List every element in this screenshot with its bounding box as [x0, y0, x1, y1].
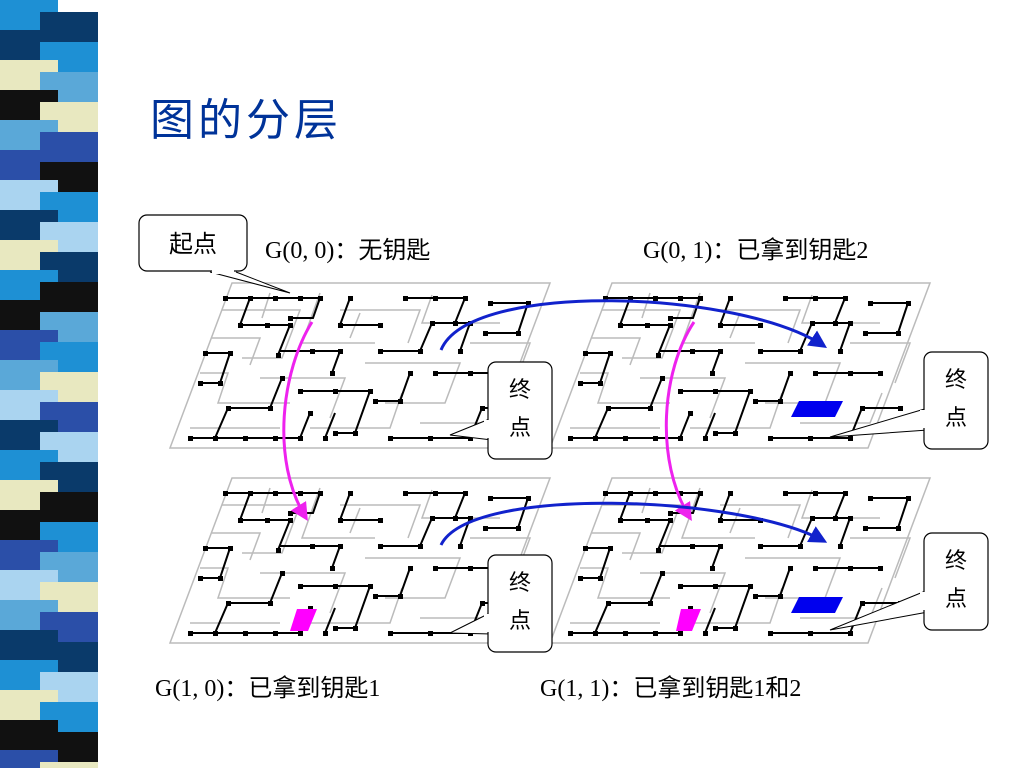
- end-label-line2: 点: [509, 609, 531, 634]
- layer-label-g01: G(0, 1)：已拿到钥匙2: [643, 237, 868, 264]
- side-strip-block: [40, 762, 98, 768]
- start-callout: 起点: [138, 214, 291, 294]
- end-callout-g01: 终 点: [829, 351, 989, 450]
- layer-label-g10: G(1, 0)：已拿到钥匙1: [155, 675, 380, 702]
- end-callout-g11: 终 点: [829, 532, 989, 631]
- key1-marker-g11: [676, 609, 701, 631]
- key2-marker-g01: [791, 401, 843, 417]
- end-label-line1: 终: [509, 378, 531, 403]
- end-label-line2: 点: [945, 587, 967, 612]
- end-label-line1: 终: [945, 368, 967, 393]
- key2-marker-g11: [791, 597, 843, 613]
- key1-transition-g01-g11: [664, 321, 696, 522]
- end-label-line2: 点: [945, 406, 967, 431]
- decorative-side-strip: [0, 0, 98, 768]
- page-title: 图的分层: [150, 95, 342, 146]
- end-callout-g00: 终 点: [449, 361, 553, 460]
- end-label-line2: 点: [509, 416, 531, 441]
- key2-transition-g00-g01: [439, 299, 827, 351]
- end-callout-g10: 终 点: [449, 554, 553, 653]
- layer-label-g00: G(0, 0)：无钥匙: [265, 237, 430, 264]
- key1-transition-g00-g10: [282, 321, 314, 522]
- layer-label-g11: G(1, 1)：已拿到钥匙1和2: [540, 675, 801, 702]
- end-label-line1: 终: [945, 549, 967, 574]
- end-label-line1: 终: [509, 571, 531, 596]
- maze-layer-g01: [549, 282, 931, 449]
- key1-marker-g10: [290, 609, 317, 631]
- start-label: 起点: [169, 230, 217, 258]
- key2-transition-g10-g11: [439, 501, 828, 546]
